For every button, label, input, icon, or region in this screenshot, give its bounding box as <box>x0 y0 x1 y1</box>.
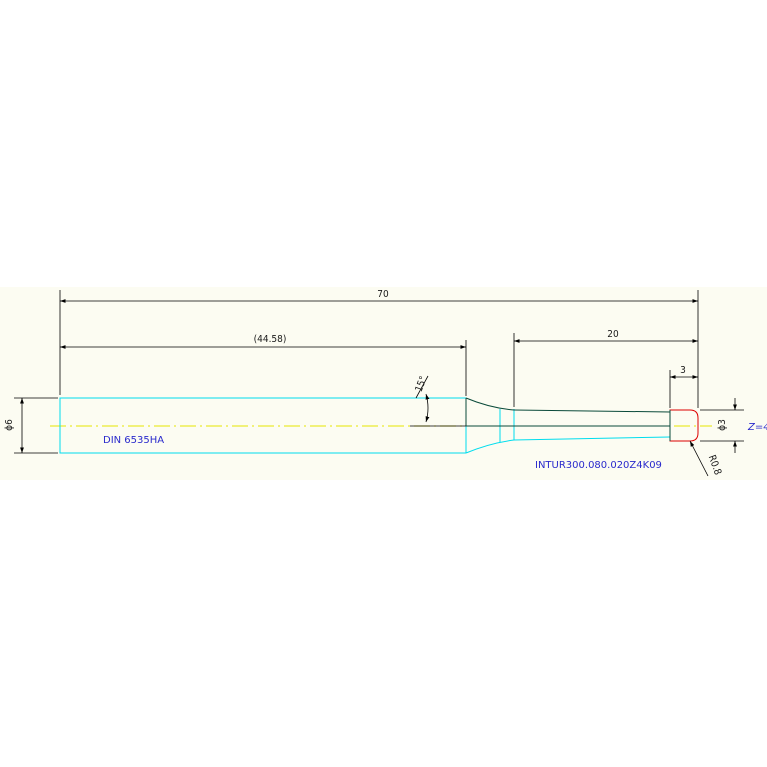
dimension-overall-length-text: 70 <box>377 289 389 300</box>
dimension-overall-length <box>59 290 699 408</box>
dimension-tip-diameter-text: ϕ3 <box>717 419 728 431</box>
dimension-corner-radius-leader <box>689 440 709 477</box>
dimension-taper-angle-text: 15° <box>414 375 430 394</box>
dimension-taper-angle <box>410 375 466 427</box>
part-number-note: INTUR300.080.020Z4K09 <box>535 460 662 471</box>
tool-profile-upper <box>465 397 671 427</box>
dimension-tip-length <box>669 370 698 408</box>
flute-count-note: Z=4 <box>747 422 767 433</box>
dimension-shank-length-text: (44.58) <box>254 334 287 345</box>
dimension-shank-diameter <box>14 397 58 454</box>
dimension-shank-length <box>59 340 467 396</box>
neck-lower-outline <box>513 436 671 441</box>
dimension-neck-length <box>513 333 698 407</box>
dimension-tip-diameter <box>700 398 744 453</box>
shank-standard-note: DIN 6535HA <box>103 435 164 446</box>
drawing-area-background <box>0 287 767 480</box>
dimension-neck-length-text: 20 <box>607 329 619 340</box>
taper-upper-profile <box>465 397 515 411</box>
shank-outline <box>59 397 466 454</box>
taper-lower-outline <box>465 439 515 454</box>
dimension-shank-diameter-text: ϕ6 <box>4 419 15 431</box>
neck-upper-profile <box>513 409 671 413</box>
dimension-tip-length-text: 3 <box>680 365 686 376</box>
cutting-edge-profile <box>669 409 699 442</box>
